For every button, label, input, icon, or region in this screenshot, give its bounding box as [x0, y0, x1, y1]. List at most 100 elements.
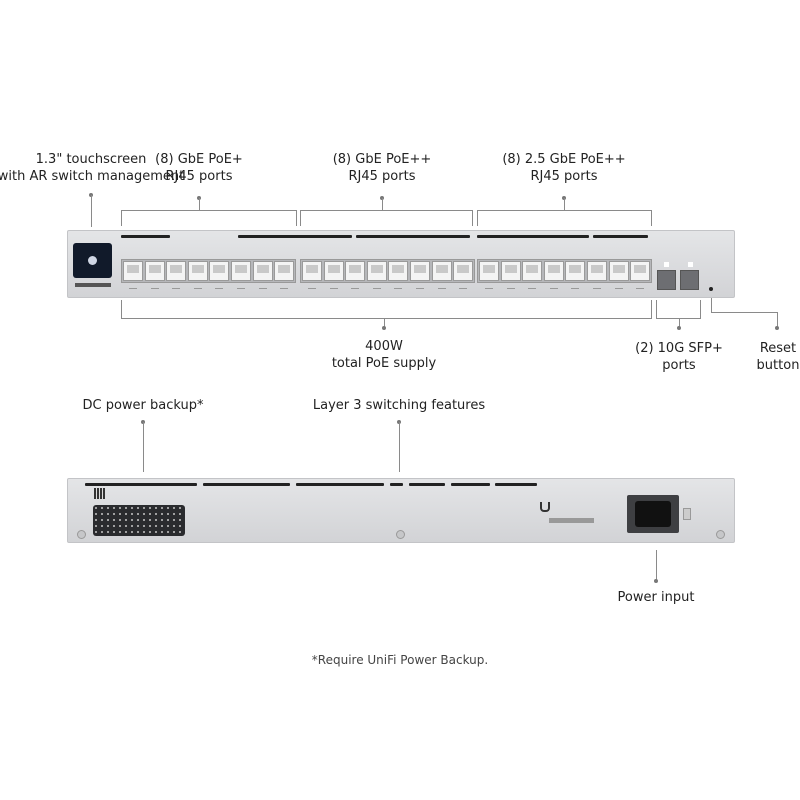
- touchscreen-leader: [91, 195, 92, 227]
- rj45-port-16[interactable]: [453, 261, 474, 281]
- bracket-end: [296, 210, 297, 226]
- rj45-port-22[interactable]: [587, 261, 607, 281]
- sfp-led: [688, 262, 693, 267]
- bracket-end: [651, 210, 652, 226]
- port-number: [571, 288, 580, 289]
- port-number: [485, 288, 493, 289]
- bracket-end: [651, 300, 652, 318]
- screw: [716, 530, 725, 539]
- rj45-port-3[interactable]: [166, 261, 187, 281]
- port-number: [237, 288, 245, 289]
- rj45-port-5[interactable]: [209, 261, 230, 281]
- callout-dot: [677, 326, 681, 330]
- bracket-end: [121, 300, 122, 318]
- vent-slot: [356, 235, 470, 238]
- dc-backup-leader: [143, 422, 144, 472]
- rj45-port-9[interactable]: [302, 261, 322, 281]
- vent-slot: [121, 235, 170, 238]
- group1-label: (8) GbE PoE+RJ45 ports: [155, 152, 243, 184]
- screw: [77, 530, 86, 539]
- rj45-port-24[interactable]: [630, 261, 651, 281]
- rj45-port-17[interactable]: [479, 261, 499, 281]
- rj45-port-13[interactable]: [388, 261, 409, 281]
- rj45-port-8[interactable]: [274, 261, 295, 281]
- rj45-port-2[interactable]: [144, 261, 165, 281]
- rj45-port-1[interactable]: [123, 261, 143, 281]
- certification-marks: [549, 518, 594, 523]
- vent-slot: [593, 235, 648, 238]
- port-number: [614, 288, 623, 289]
- rj45-port-10[interactable]: [323, 261, 344, 281]
- port-number: [215, 288, 224, 289]
- port-number: [329, 288, 338, 289]
- group2-bracket: [300, 210, 473, 211]
- reset-button[interactable]: [709, 287, 713, 291]
- cable-clip: [683, 508, 691, 520]
- port-number: [258, 288, 267, 289]
- vent-slot: [203, 483, 290, 486]
- rj45-port-14[interactable]: [410, 261, 430, 281]
- sfp-port-2[interactable]: [680, 270, 699, 290]
- port-number: [506, 288, 515, 289]
- rj45-port-23[interactable]: [608, 261, 629, 281]
- port-number: [528, 288, 537, 289]
- vent-slot: [409, 483, 445, 486]
- rj45-port-11[interactable]: [345, 261, 366, 281]
- vent-slot: [495, 483, 537, 486]
- power-input-leader: [656, 550, 657, 580]
- vent-slot: [390, 483, 403, 486]
- port-number: [172, 288, 181, 289]
- sfp-bracket: [656, 318, 701, 319]
- port-number: [459, 288, 468, 289]
- bracket-end: [656, 300, 657, 318]
- port-number: [351, 288, 360, 289]
- screw: [396, 530, 405, 539]
- bracket-end: [472, 210, 473, 226]
- port-number: [593, 288, 601, 289]
- ac-power-socket[interactable]: [627, 495, 679, 533]
- callout-dot: [775, 326, 779, 330]
- touchscreen[interactable]: [73, 243, 112, 278]
- port-number: [280, 288, 289, 289]
- port-number: [372, 288, 381, 289]
- ubiquiti-logo: [540, 502, 550, 512]
- footnote: *Require UniFi Power Backup.: [311, 653, 489, 667]
- layer3-label: Layer 3 switching features: [312, 398, 486, 413]
- vent-slot: [296, 483, 384, 486]
- port-number: [193, 288, 202, 289]
- dc-backup-label: DC power backup*: [82, 398, 204, 413]
- group1-bracket: [121, 210, 297, 211]
- sfp-label: (2) 10G SFP+ports: [635, 341, 723, 373]
- rj45-port-12[interactable]: [366, 261, 387, 281]
- dc-power-connector[interactable]: [93, 505, 185, 536]
- sfp-port-1[interactable]: [657, 270, 676, 290]
- bracket-end: [300, 210, 301, 226]
- rj45-port-4[interactable]: [187, 261, 208, 281]
- port-number: [636, 288, 645, 289]
- poe-bracket: [121, 318, 652, 319]
- model-logo: [75, 283, 111, 287]
- sfp-leader: [679, 318, 680, 328]
- rj45-port-18[interactable]: [500, 261, 521, 281]
- rj45-port-20[interactable]: [543, 261, 564, 281]
- qr-code: [94, 488, 105, 499]
- rj45-port-15[interactable]: [431, 261, 452, 281]
- port-number: [308, 288, 316, 289]
- group3-bracket: [477, 210, 652, 211]
- port-number: [549, 288, 558, 289]
- rj45-port-6[interactable]: [231, 261, 251, 281]
- sfp-led: [664, 262, 669, 267]
- rj45-port-19[interactable]: [522, 261, 543, 281]
- port-number: [129, 288, 137, 289]
- port-number: [437, 288, 446, 289]
- vent-slot: [451, 483, 490, 486]
- rj45-port-7[interactable]: [252, 261, 273, 281]
- group3-leader: [564, 198, 565, 210]
- poe-leader: [384, 318, 385, 328]
- reset-leader: [711, 312, 778, 313]
- rj45-port-21[interactable]: [565, 261, 586, 281]
- vent-slot: [85, 483, 197, 486]
- layer3-leader: [399, 422, 400, 472]
